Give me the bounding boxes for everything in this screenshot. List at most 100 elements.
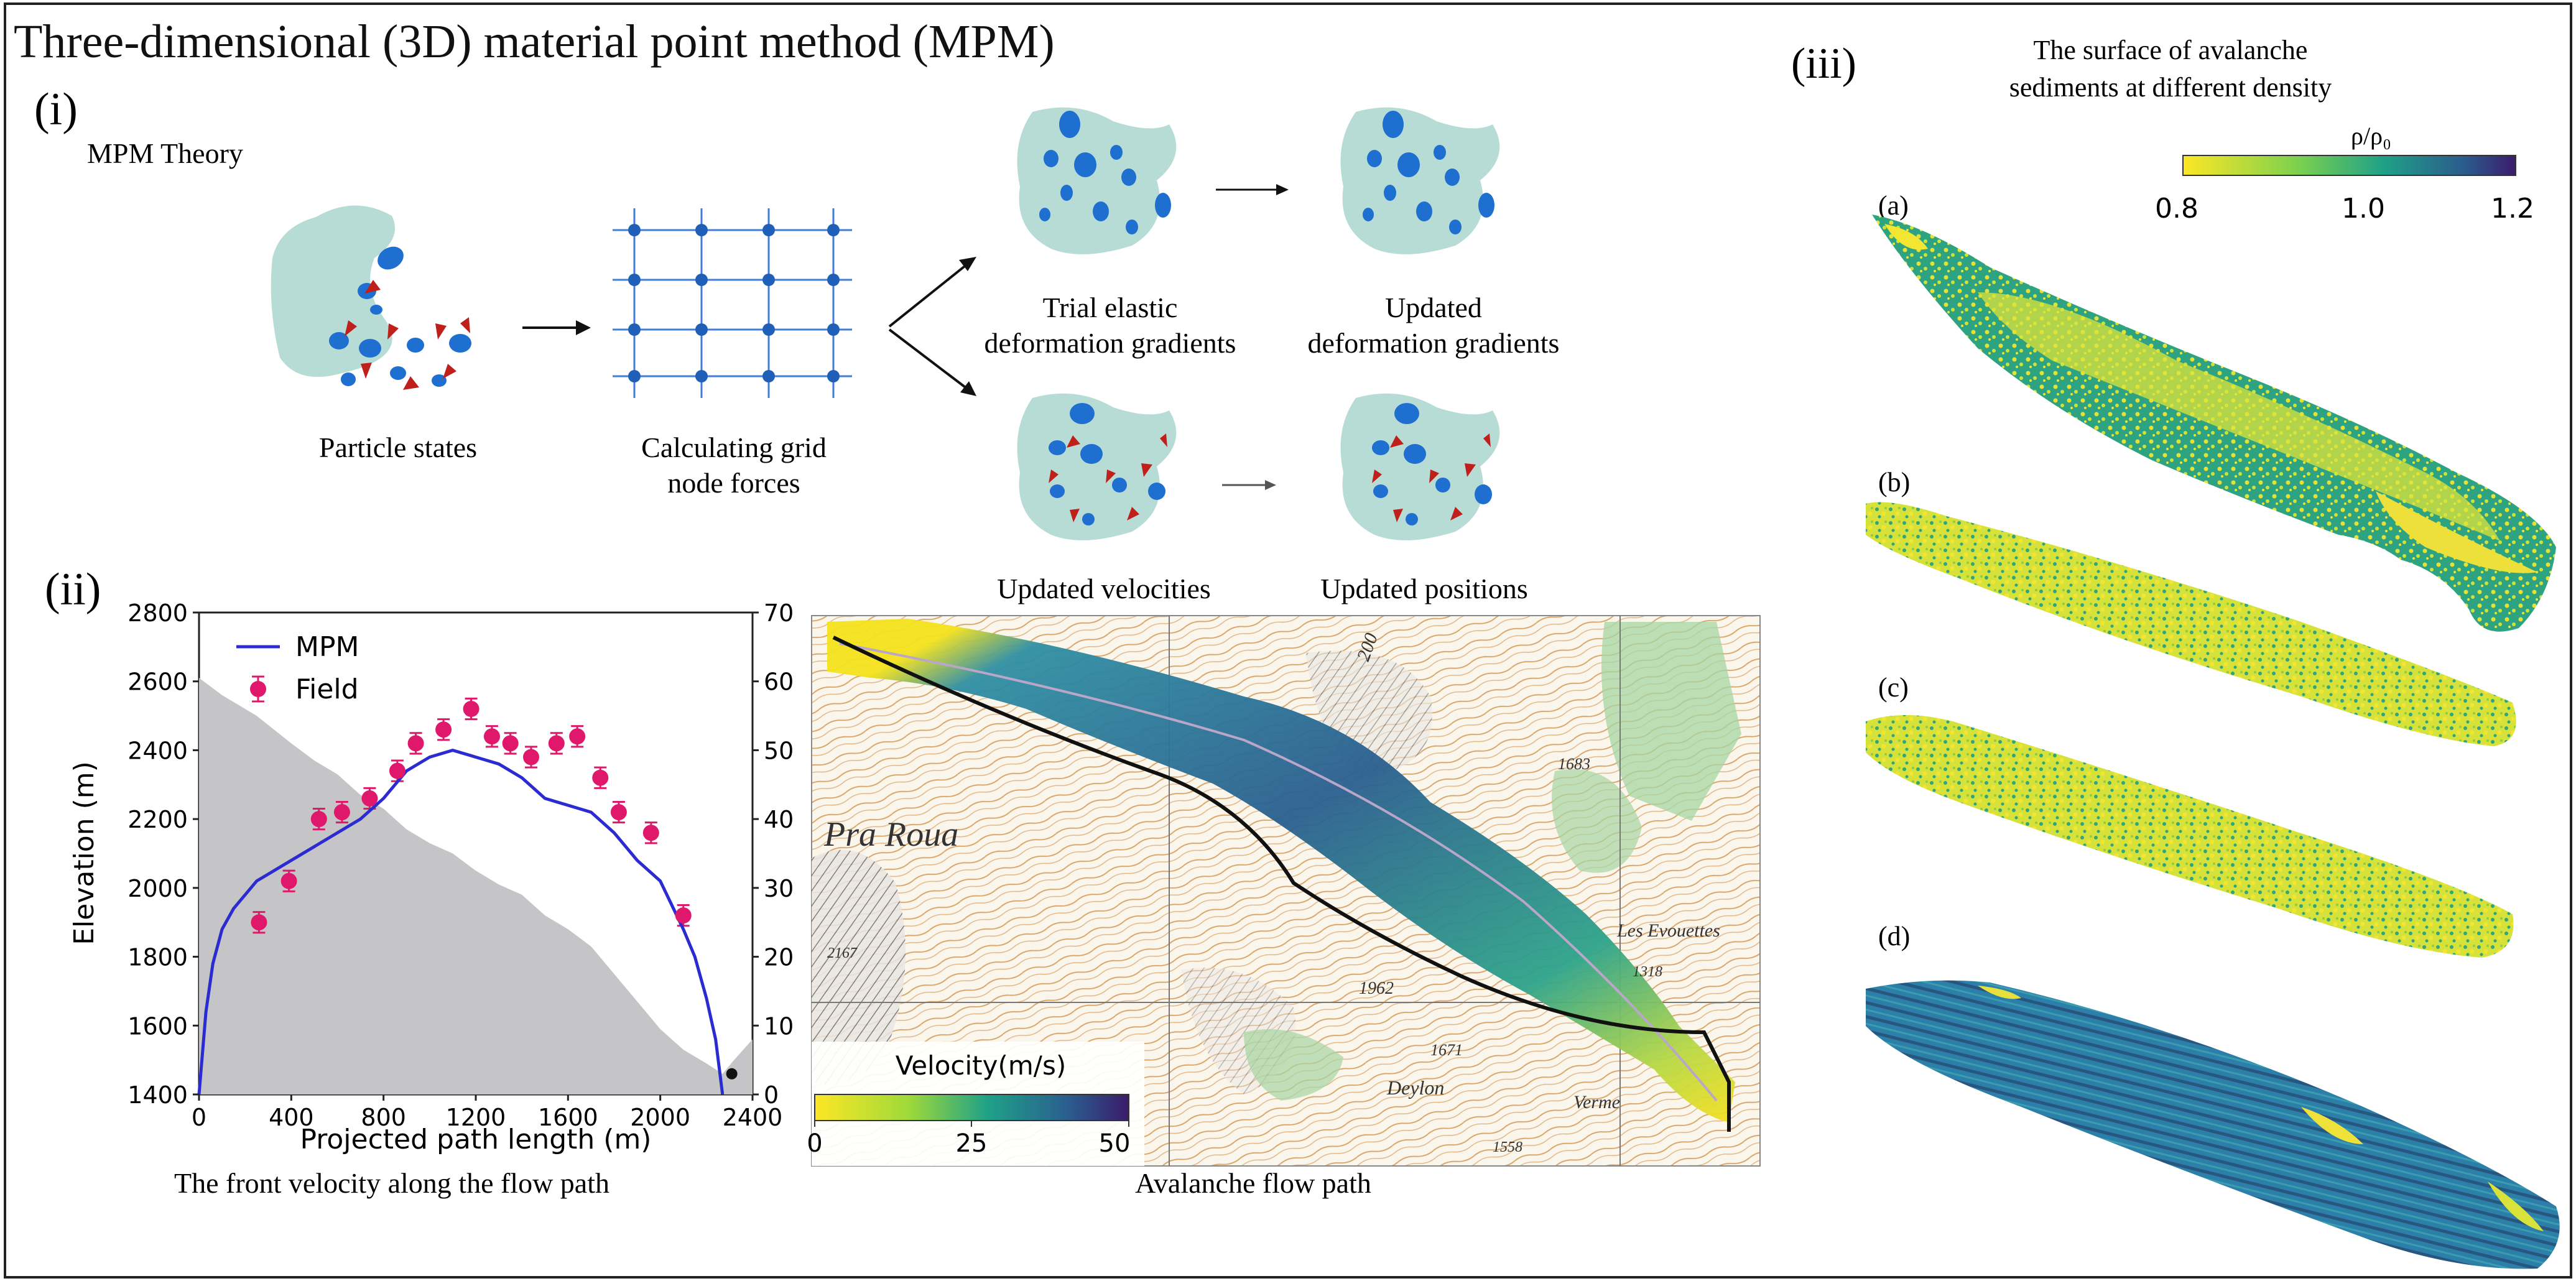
map-label-1558: 1558 [1493, 1139, 1522, 1155]
legend-mpm: MPM [295, 631, 359, 663]
density-colorbar-label: ρ/ρ₀ [2351, 122, 2391, 150]
velocity-tick-0: 0 [807, 1129, 822, 1158]
x-tick-label: 0 [192, 1104, 206, 1131]
legend-field: Field [295, 673, 359, 705]
velocity-colorbar-gradient [814, 1094, 1129, 1121]
map-label-1962: 1962 [1359, 979, 1394, 998]
velocity-tick-25: 25 [956, 1129, 988, 1158]
branch-arrow-up [888, 263, 968, 328]
field-point [642, 825, 659, 841]
avalanche-flow-region [827, 619, 1735, 1122]
deposit-b [1866, 502, 2516, 746]
y2-tick-label: 60 [764, 668, 794, 696]
panel-iii-title-1: The surface of avalanche [2034, 35, 2308, 65]
chart-caption: The front velocity along the flow path [174, 1167, 609, 1199]
x-tick-label: 1600 [538, 1104, 598, 1131]
chart-legend: MPM Field [236, 631, 359, 705]
deposit-c [1866, 715, 2514, 958]
velocity-colorbar: Velocity(m/s) 0 25 50 [807, 1042, 1144, 1166]
field-point [361, 790, 378, 807]
x-tick-label: 1200 [446, 1104, 506, 1131]
map-label-pra-roua: Pra Roua [823, 815, 958, 854]
particle-states-graphic [271, 205, 396, 377]
avalanche-map: Pra Roua Les Evouettes Deylon Verme 1962… [807, 615, 1761, 1167]
field-point [435, 721, 452, 738]
x-tick-label: 800 [361, 1104, 406, 1131]
panel-i-label: (i) [34, 84, 78, 135]
field-point [523, 749, 539, 765]
field-point [569, 728, 586, 745]
y2-tick-label: 50 [764, 737, 794, 764]
field-point [310, 811, 327, 828]
sub-label-d: (d) [1878, 921, 1910, 951]
flow-centerline [839, 642, 1718, 1102]
map-label-verme: Verme [1573, 1092, 1620, 1112]
y2-tick-label: 20 [764, 944, 794, 971]
map-rock-area-left [812, 849, 906, 1085]
field-point [463, 701, 480, 717]
density-tick-0.8: 0.8 [2155, 193, 2198, 224]
y2-tick-label: 40 [764, 806, 794, 833]
figure-title: Three-dimensional (3D) material point me… [14, 16, 1055, 68]
y2-tick-label: 0 [764, 1081, 779, 1109]
map-label-deylon: Deylon [1386, 1076, 1444, 1099]
label-grid-forces-2: node forces [667, 467, 800, 499]
label-trial-1: Trial elastic [1043, 292, 1178, 323]
y-tick-label: 1600 [127, 1012, 188, 1040]
map-label-2167: 2167 [827, 945, 858, 961]
label-grid-forces-1: Calculating grid [641, 432, 827, 463]
x-axis-label: Projected path length (m) [300, 1124, 652, 1155]
field-point [675, 907, 692, 924]
field-point [610, 804, 627, 821]
map-caption: Avalanche flow path [1135, 1167, 1371, 1199]
density-colorbar-gradient [2182, 155, 2516, 176]
y-tick-label: 1400 [127, 1081, 188, 1109]
y-tick-label: 2800 [127, 599, 188, 627]
field-point [502, 735, 519, 752]
velocity-colorbar-title: Velocity(m/s) [896, 1050, 1066, 1081]
y-tick-label: 2000 [127, 875, 188, 902]
field-point [548, 735, 565, 752]
y-tick-label: 2400 [127, 737, 188, 764]
updated-positions-graphic [1340, 393, 1500, 540]
field-point [407, 735, 424, 752]
y2-tick-label: 30 [764, 875, 794, 902]
updated-def-graphic [1340, 107, 1500, 254]
map-forest-area-low [1244, 1029, 1343, 1101]
label-updated-def-2: deformation gradients [1308, 327, 1560, 359]
black-marker-point [726, 1068, 738, 1080]
map-forest-area-right [1601, 622, 1741, 821]
grid-node-graphic [613, 208, 852, 398]
x-tick-label: 2400 [723, 1104, 783, 1131]
field-point [333, 804, 350, 821]
terrain-area [199, 678, 753, 1094]
velocity-tick-50: 50 [1099, 1129, 1131, 1158]
sub-label-a: (a) [1878, 190, 1909, 221]
y2-tick-label: 70 [764, 599, 794, 627]
label-updated-def-1: Updated [1385, 292, 1482, 323]
panel-iii-title-2: sediments at different density [2009, 72, 2332, 103]
panel-iii-label: (iii) [1791, 40, 1856, 88]
label-particle-states: Particle states [319, 432, 477, 463]
sub-label-b: (b) [1878, 467, 1910, 497]
density-tick-1.0: 1.0 [2342, 193, 2385, 224]
x-tick-label: 400 [269, 1104, 314, 1131]
velocity-arrows-a [345, 280, 470, 390]
y-axis-label: Elevation (m) [68, 761, 100, 945]
map-label-1671: 1671 [1430, 1041, 1463, 1059]
map-label-1318: 1318 [1633, 964, 1662, 980]
panel-i: (i) MPM Theory [34, 84, 1559, 604]
y2-axis-ticks: 0 10 20 30 40 50 60 70 [753, 599, 794, 1109]
y2-tick-label: 10 [764, 1012, 794, 1040]
field-point [389, 762, 405, 779]
series-mpm-line [197, 748, 725, 1095]
field-points [251, 701, 692, 931]
panel-i-subtitle: MPM Theory [87, 137, 243, 169]
field-point [483, 728, 500, 745]
map-label-1683: 1683 [1558, 755, 1590, 773]
field-point [280, 872, 297, 889]
